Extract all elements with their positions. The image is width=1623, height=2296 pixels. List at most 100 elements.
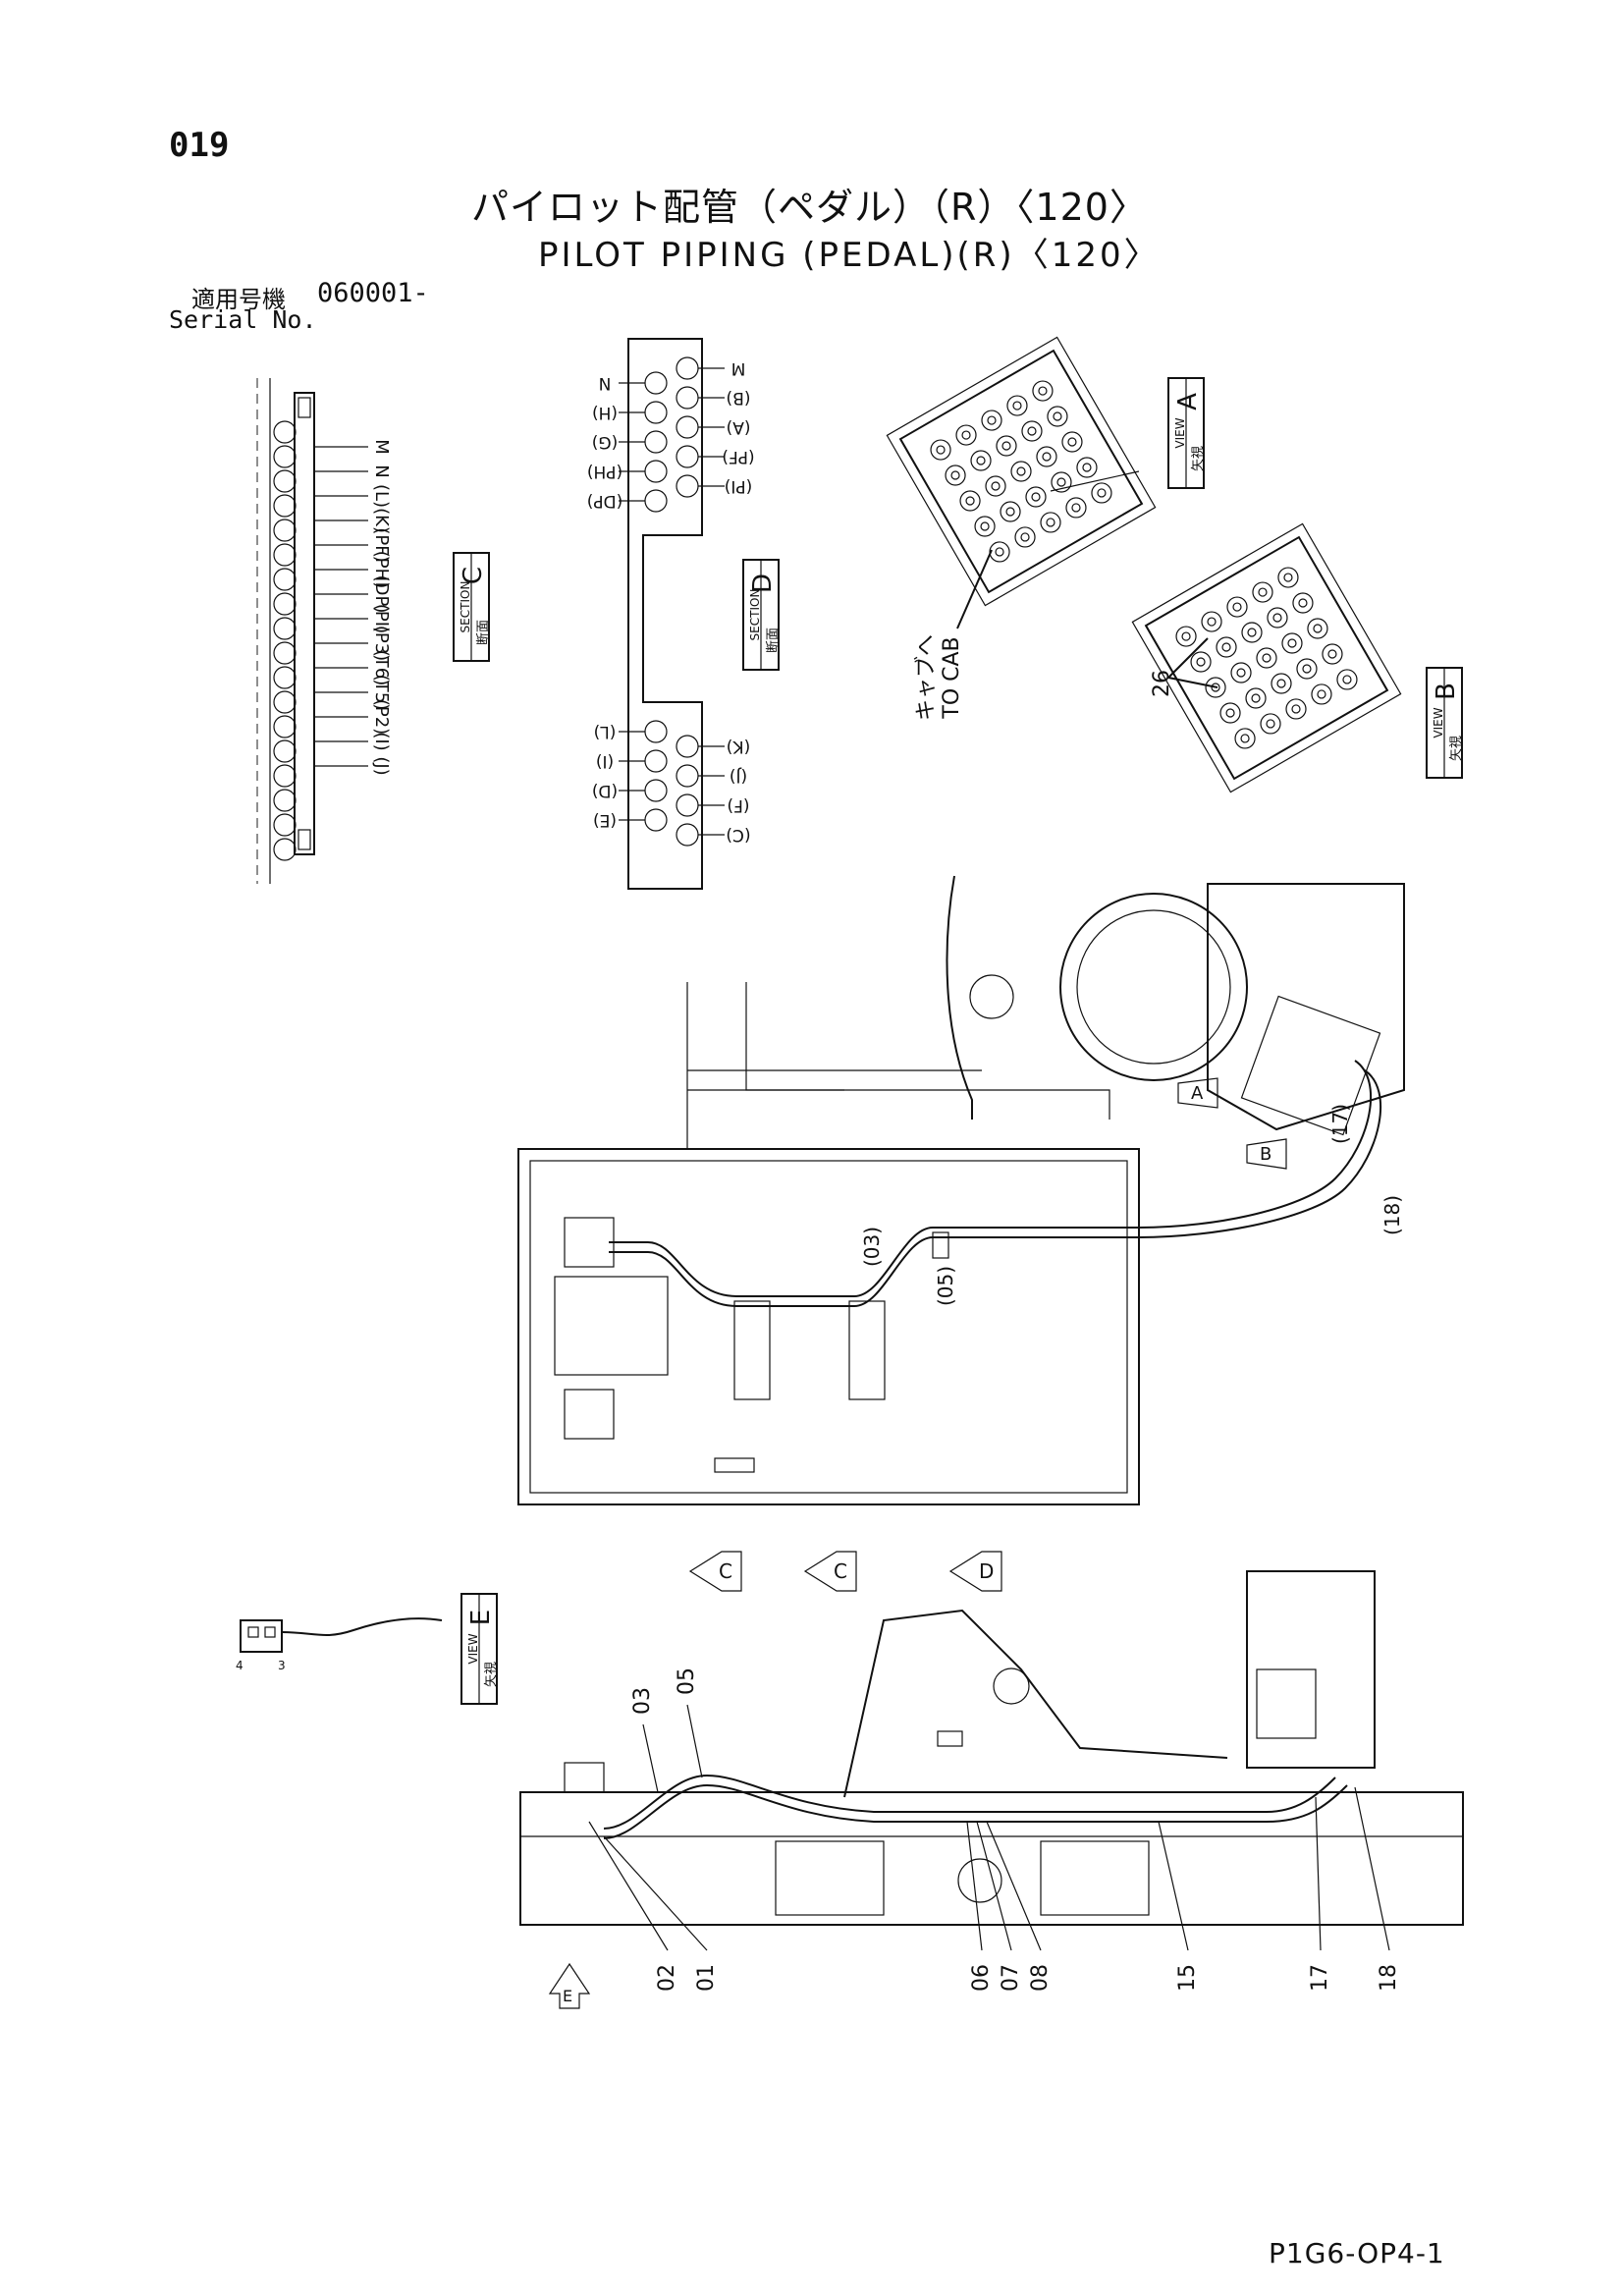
side-callout-label: 18 — [1377, 1964, 1401, 1992]
view-a-fitting — [930, 439, 951, 461]
view-a-fitting — [1038, 386, 1048, 396]
view-b-fitting — [1234, 728, 1256, 749]
section-c-port-label: (PH) — [371, 551, 392, 588]
section-c-port-label: (PF) — [371, 527, 392, 562]
section-c-hole — [273, 666, 297, 689]
view-a-fitting — [1036, 446, 1057, 467]
side-callout-leader — [1354, 1786, 1390, 1951]
title-english: PILOT PIPING (PEDAL)(R)〈120〉 — [538, 236, 1161, 275]
view-b-fitting — [1311, 683, 1332, 705]
view-b-fitting — [1207, 617, 1217, 627]
view-b-fitting — [1175, 626, 1197, 647]
section-d-port-label: (I) — [596, 751, 614, 771]
view-b-fitting — [1260, 713, 1281, 735]
section-d-port-label: (H) — [592, 403, 618, 422]
view-b-fitting — [1201, 611, 1222, 632]
section-d-port-label: (PI) — [725, 476, 753, 496]
serial-value: 060001- — [317, 278, 429, 308]
callout-26: 26 — [1150, 670, 1174, 697]
view-a-fitting — [987, 415, 997, 425]
side-callout-label: 08 — [1028, 1964, 1053, 1992]
section-d-hole — [644, 749, 668, 773]
section-d-port-label: M — [731, 358, 746, 378]
view-b-fitting — [1342, 675, 1352, 684]
view-a-fitting — [1010, 461, 1032, 482]
side-callout-label: 01 — [694, 1964, 719, 1992]
view-b-fitting — [1196, 657, 1206, 667]
view-e-pin-3: 3 — [278, 1659, 286, 1672]
view-e-caption-en: VIEW — [466, 1633, 480, 1664]
section-c-hole — [273, 764, 297, 788]
view-b-fitting — [1336, 669, 1358, 690]
view-b-fitting — [1236, 668, 1246, 678]
view-b-fitting — [1292, 592, 1314, 614]
view-b-fitting — [1211, 683, 1220, 692]
view-b-fitting — [1317, 689, 1326, 699]
section-c-port-label: M — [371, 439, 392, 455]
view-a-letter: A — [1173, 393, 1203, 410]
section-c-port-label: (PI) — [371, 604, 392, 633]
section-d-port-label: (E) — [593, 810, 617, 830]
section-c-hole — [273, 469, 297, 493]
section-c-port-label: (P2) — [371, 699, 392, 735]
section-c-hole — [273, 641, 297, 665]
section-d-hole — [644, 460, 668, 483]
section-d-port-label: (K) — [727, 737, 750, 756]
plan-callout-18: (18) — [1380, 1195, 1404, 1235]
section-c-port-label: (P3) — [371, 626, 392, 661]
section-c-port-labels: MN(L)(K)(PF)(PH)(DP)(PI)(P3)(T6)(T5)(P2)… — [371, 439, 392, 775]
section-c-port-label: (J) — [371, 756, 392, 775]
view-a-fitting — [1014, 526, 1036, 548]
view-a-fitting — [1076, 457, 1098, 478]
view-b-fitting — [1291, 704, 1301, 714]
section-d-hole — [676, 823, 699, 847]
section-d-port-label: (PF) — [722, 447, 754, 466]
side-callout-leader — [1158, 1821, 1189, 1951]
section-d-port-label: N — [599, 373, 612, 393]
section-d-hole — [676, 735, 699, 758]
view-b-fitting — [1205, 677, 1226, 698]
svg-text:E: E — [563, 1987, 572, 2005]
side-callout-label: 05 — [675, 1667, 699, 1695]
side-arrow-view-e: E — [548, 1962, 591, 2009]
view-b-fitting — [1327, 649, 1337, 659]
view-b-fitting — [1296, 658, 1318, 680]
section-c-hole — [273, 690, 297, 714]
view-b-fitting — [1245, 687, 1267, 709]
view-a-fitting — [1046, 518, 1055, 527]
section-d-hole — [644, 489, 668, 513]
view-a-fitting — [985, 475, 1006, 497]
svg-text:C: C — [834, 1559, 847, 1583]
view-a-fitting — [1016, 466, 1026, 476]
section-d-hole — [676, 474, 699, 498]
section-c-caption-jp: 断面 — [476, 620, 491, 645]
title-japanese: パイロット配管（ペダル）（R）〈120〉 — [471, 186, 1148, 229]
section-d-leader-lines — [619, 367, 725, 836]
section-c-port-label: (T5) — [371, 675, 392, 711]
view-a-fitting — [1032, 380, 1054, 402]
view-e-pin-4: 4 — [236, 1659, 243, 1672]
section-c-port-label: (I) — [371, 732, 392, 750]
view-b-fitting — [1225, 708, 1235, 718]
view-a-fitting — [1025, 486, 1047, 508]
section-d-port-labels: N(H)(G)(PH)(DP)M(B)(A)(PF)(PI)(L)(I)(D)(… — [587, 358, 755, 845]
side-callout-label: 03 — [630, 1687, 655, 1715]
view-a-fitting — [989, 541, 1010, 563]
section-d-port-label: (DP) — [587, 491, 623, 511]
view-b-fitting — [1272, 613, 1282, 623]
section-d-caption-en: SECTION — [748, 589, 762, 641]
section-c-hole — [273, 813, 297, 837]
view-a-valve-block: キャブへ TO CAB VIEW 矢視 A — [886, 336, 1206, 721]
view-a-fitting — [945, 465, 966, 486]
view-a-fitting — [936, 445, 946, 455]
plan-arrow-view-a: A — [1191, 1083, 1204, 1104]
side-callout-leader — [976, 1821, 1012, 1951]
section-d-hole — [644, 401, 668, 424]
section-d-port-label: (C) — [726, 825, 750, 845]
view-b-fitting — [1251, 693, 1261, 703]
section-d-hole — [676, 386, 699, 410]
page-number: 019 — [169, 126, 230, 165]
view-b-fitting — [1281, 632, 1303, 654]
side-callout-label: 07 — [999, 1964, 1023, 1992]
